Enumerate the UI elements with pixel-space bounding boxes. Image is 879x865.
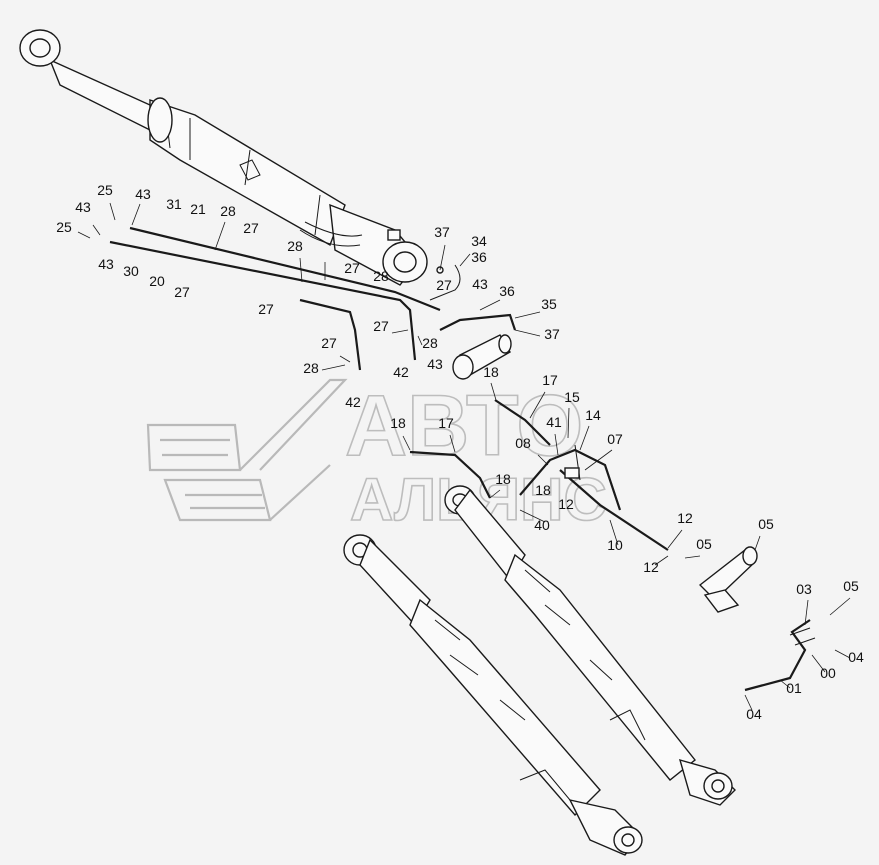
upper-pipes [109,226,517,371]
callout-20: 20 [149,273,165,289]
callout-00: 00 [820,665,836,681]
callout-27d: 27 [258,301,274,317]
callout-35: 35 [541,296,557,312]
callout-28c: 28 [373,268,389,284]
callout-10: 10 [607,537,623,553]
boom-cylinder-top [19,29,428,286]
callout-17b: 17 [438,415,454,431]
callout-27b: 27 [174,284,190,300]
callout-28a: 28 [220,203,236,219]
cylinder-lower-middle [444,485,736,806]
callout-36b: 36 [499,283,515,299]
callout-36a: 36 [471,249,487,265]
callout-05a: 05 [758,516,774,532]
leader-lines [77,202,851,711]
callout-28d: 28 [422,335,438,351]
callout-27a: 27 [243,220,259,236]
callout-43c: 43 [98,256,114,272]
callout-18a: 18 [483,364,499,380]
callout-07: 07 [607,431,623,447]
lower-right-pipe [744,619,816,692]
callout-12b: 12 [677,510,693,526]
callout-15: 15 [564,389,580,405]
callout-01: 01 [786,680,802,696]
callout-25b: 25 [56,219,72,235]
callout-18c: 18 [495,471,511,487]
callout-28e: 28 [303,360,319,376]
callout-34: 34 [471,233,487,249]
callout-30: 30 [123,263,139,279]
pin-bracket [698,546,758,613]
callout-04b: 04 [746,706,762,722]
callout-37a: 37 [434,224,450,240]
callout-14: 14 [585,407,601,423]
callout-05c: 05 [843,578,859,594]
callout-04a: 04 [848,649,864,665]
callout-27c: 27 [344,260,360,276]
callout-27e: 27 [436,277,452,293]
callout-42b: 42 [345,394,361,410]
middle-pipes [409,399,669,551]
callout-27f: 27 [373,318,389,334]
callout-37b: 37 [544,326,560,342]
callout-08: 08 [515,435,531,451]
callout-12a: 12 [558,496,574,512]
callout-12c: 12 [643,559,659,575]
small-cylinder [452,334,512,380]
callout-18b: 18 [390,415,406,431]
callout-05b: 05 [696,536,712,552]
callout-43e: 43 [427,356,443,372]
cylinder-lower-left [343,534,643,856]
callout-27g: 27 [321,335,337,351]
callout-17a: 17 [542,372,558,388]
callout-40: 40 [534,517,550,533]
callout-41: 41 [546,414,562,430]
callout-21: 21 [190,201,206,217]
callout-43a: 43 [135,186,151,202]
callout-43b: 43 [75,199,91,215]
callout-43d: 43 [472,276,488,292]
callout-25a: 25 [97,182,113,198]
callout-28b: 28 [287,238,303,254]
callout-31: 31 [166,196,182,212]
callout-42a: 42 [393,364,409,380]
callout-18d: 18 [535,482,551,498]
callout-03: 03 [796,581,812,597]
